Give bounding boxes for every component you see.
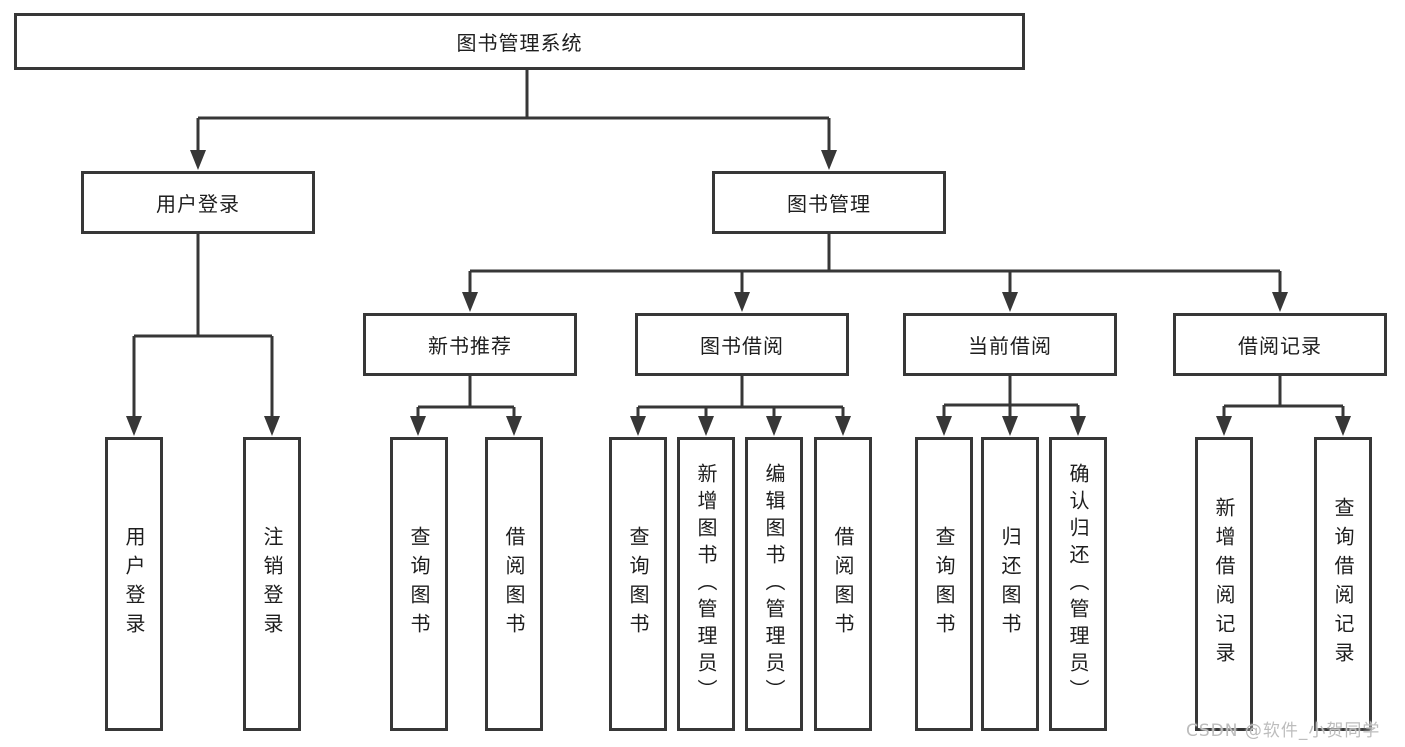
leaf-user-login: 用户登录	[105, 437, 163, 731]
node-new-book-recommendation: 新书推荐	[363, 313, 577, 376]
leaf-edit-books-admin: 编辑图书（管理员）	[745, 437, 803, 731]
leaf-query-borrow-record: 查询借阅记录	[1314, 437, 1372, 731]
arrow-down-icons	[126, 150, 1351, 436]
leaf-recommend-query-books: 查询图书	[390, 437, 448, 731]
node-book-borrowing: 图书借阅	[635, 313, 849, 376]
node-book-management-system: 图书管理系统	[14, 13, 1025, 70]
tree-branch-lines	[132, 70, 1345, 418]
node-book-management: 图书管理	[712, 171, 946, 234]
leaf-add-borrow-record: 新增借阅记录	[1195, 437, 1253, 731]
leaf-current-query-books: 查询图书	[915, 437, 973, 731]
node-user-login: 用户登录	[81, 171, 315, 234]
leaf-logout: 注销登录	[243, 437, 301, 731]
node-current-borrowing: 当前借阅	[903, 313, 1117, 376]
watermark: CSDN @软件_小贺同学	[1186, 721, 1381, 741]
leaf-borrowing-borrow-books: 借阅图书	[814, 437, 872, 731]
leaf-confirm-return-admin: 确认归还（管理员）	[1049, 437, 1107, 731]
leaf-recommend-borrow-books: 借阅图书	[485, 437, 543, 731]
leaf-return-books: 归还图书	[981, 437, 1039, 731]
leaf-add-books-admin: 新增图书（管理员）	[677, 437, 735, 731]
node-borrowing-records: 借阅记录	[1173, 313, 1387, 376]
leaf-borrowing-query-books: 查询图书	[609, 437, 667, 731]
